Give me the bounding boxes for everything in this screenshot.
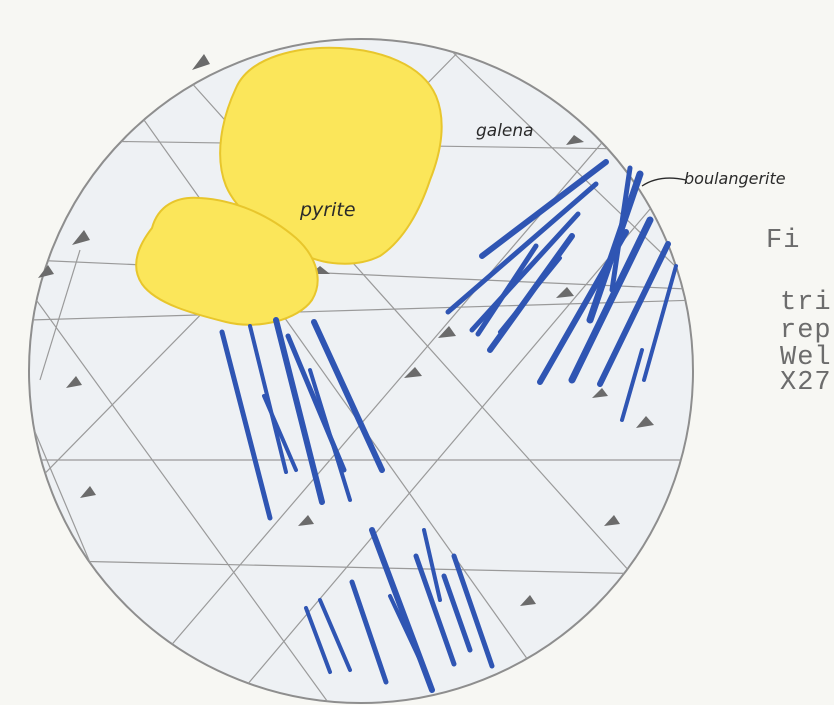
label-pyrite: pyrite [299,199,356,221]
caption-line-2: tri [780,290,832,317]
triangle-pit [192,54,210,70]
boulangerite-leader-line [642,178,686,186]
label-galena: galena [476,121,534,141]
caption-line-3: rep [780,318,832,345]
label-boulangerite: boulangerite [684,169,786,188]
caption-line-1: Fi [766,228,800,255]
caption-line-5: X27 [780,370,832,397]
